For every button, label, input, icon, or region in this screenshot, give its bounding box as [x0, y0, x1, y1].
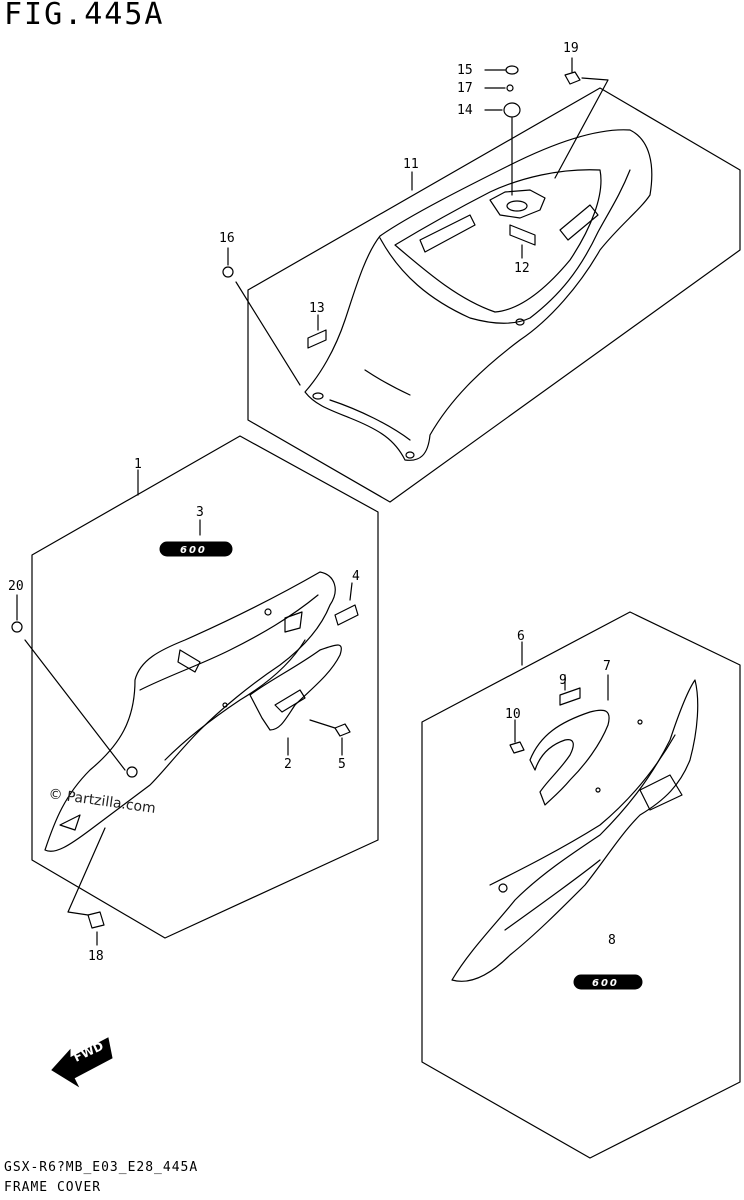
seat-tail-cover-rib-2	[559, 204, 599, 241]
frame-cover-right-hole-3	[637, 719, 643, 725]
callout-3: 3	[196, 505, 204, 520]
seat-mount-hole-mid	[515, 318, 525, 326]
frame-cover-left-hole-2	[264, 608, 272, 616]
badge-3-label: 600	[180, 545, 207, 556]
screw-5-part	[334, 723, 351, 737]
label-12-part	[509, 224, 536, 246]
frame-cover-left-part	[44, 571, 336, 852]
left-cover-group-box	[31, 435, 379, 939]
seat-tail-cover-lower	[329, 369, 411, 441]
callout-6: 6	[517, 629, 525, 644]
frame-cover-left-hole	[126, 766, 138, 778]
figure-name: FRAME COVER	[4, 1180, 102, 1195]
callout-14: 14	[457, 103, 473, 118]
screw-10-part	[509, 741, 525, 754]
frame-cover-right-vent	[639, 774, 683, 811]
seat-tail-cover-rim	[394, 169, 602, 313]
figure-code: GSX-R6?MB_E03_E28_445A	[4, 1160, 199, 1175]
callout-19: 19	[563, 41, 579, 56]
callout-18: 18	[88, 949, 104, 964]
frame-cover-right-hole-2	[595, 787, 601, 793]
callout-17: 17	[457, 81, 473, 96]
callout-20: 20	[8, 579, 24, 594]
callout-16: 16	[219, 231, 235, 246]
callout-4: 4	[352, 569, 360, 584]
grommet-14-part	[503, 102, 521, 118]
figure-title: FIG.445A	[4, 0, 165, 32]
callout-1: 1	[134, 457, 142, 472]
frame-cover-left-inner	[139, 594, 319, 761]
frame-cover-right-part	[451, 679, 699, 982]
frame-cover-left-hole-3	[222, 702, 228, 708]
fwd-arrow-icon: FWD	[51, 1037, 113, 1088]
callout-10: 10	[505, 707, 521, 722]
seat-tail-cover-inner	[379, 169, 631, 324]
seat-tail-cover-hole	[506, 200, 528, 212]
callout-2: 2	[284, 757, 292, 772]
clip-20-part	[11, 621, 23, 633]
frame-cover-left-tip	[59, 814, 81, 831]
nut-18-part	[87, 911, 105, 929]
callout-9: 9	[559, 673, 567, 688]
bracket-7-part	[529, 709, 610, 806]
fastener-17-part	[506, 84, 514, 92]
callout-5: 5	[338, 757, 346, 772]
callout-8: 8	[608, 933, 616, 948]
seat-cover-group-box	[247, 87, 741, 503]
frame-cover-left-vent	[177, 611, 303, 673]
frame-cover-right-hole	[498, 883, 508, 893]
badge-8-label: 600	[592, 978, 619, 989]
label-9-part	[559, 687, 581, 706]
callout-7: 7	[603, 659, 611, 674]
badge-8-part: 600	[573, 974, 643, 990]
right-cover-group-box	[421, 611, 741, 1159]
frame-cover-right-inner	[489, 734, 676, 931]
emblem-4-part	[334, 604, 359, 626]
seat-tail-cover-part	[304, 129, 653, 461]
callout-12: 12	[514, 261, 530, 276]
callout-13: 13	[309, 301, 325, 316]
fastener-15-part	[505, 65, 519, 75]
seat-tail-cover-bracket	[489, 189, 546, 219]
callout-11: 11	[403, 157, 419, 172]
callout-15: 15	[457, 63, 473, 78]
seat-tail-cover-rib	[419, 214, 476, 253]
label-13-part	[307, 329, 327, 349]
watermark-text: © Partzilla.com	[47, 786, 156, 817]
badge-3-part: 600	[159, 541, 233, 557]
seat-mount-hole-left	[312, 392, 324, 400]
bracket-2-part	[249, 644, 342, 731]
screw-19-part	[564, 71, 581, 85]
seat-mount-hole-bottom	[405, 451, 415, 459]
clip-16-part	[222, 266, 234, 278]
